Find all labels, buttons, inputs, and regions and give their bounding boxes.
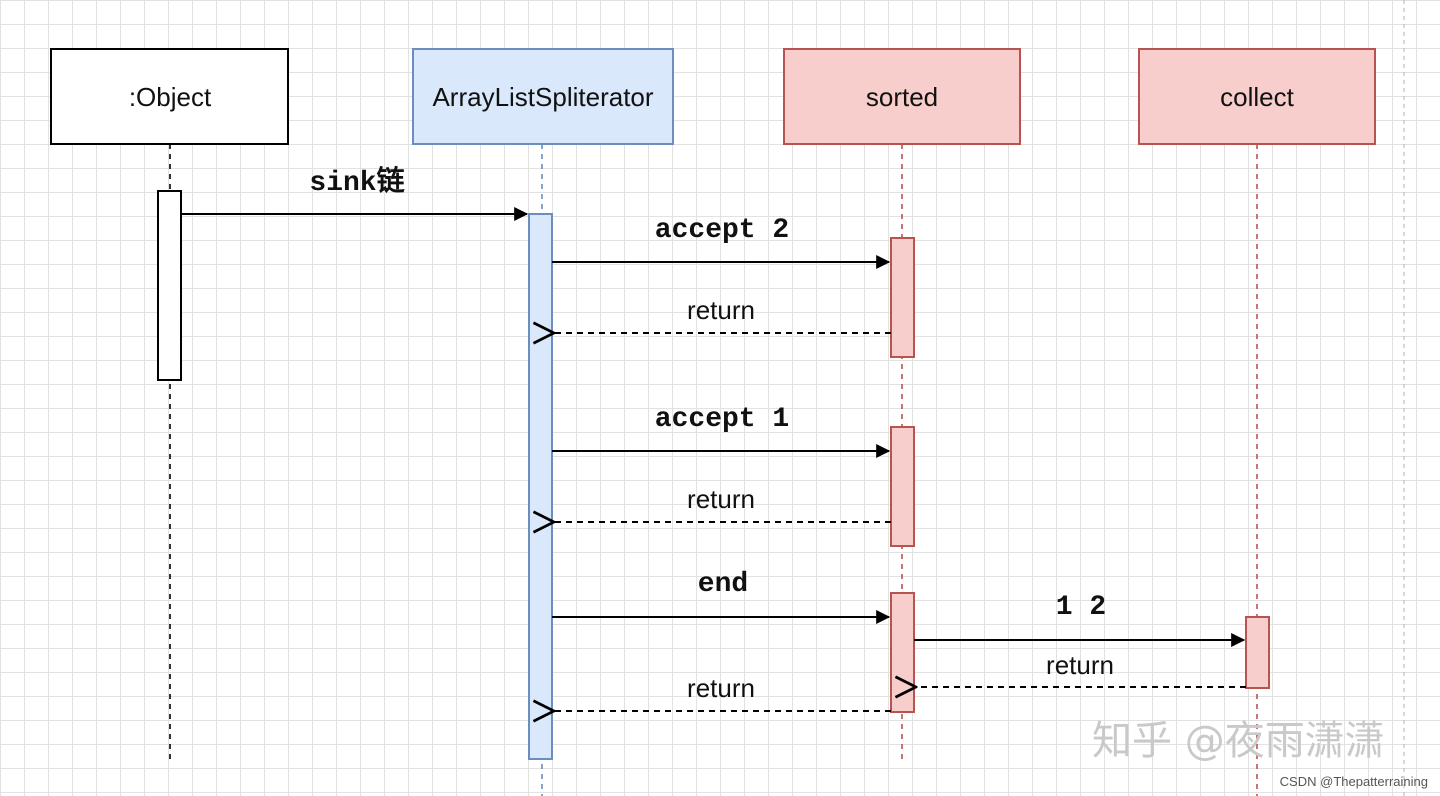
message-one-two: 1 2 bbox=[914, 592, 1246, 647]
activation-sorted-1 bbox=[890, 237, 915, 358]
participant-object-label: :Object bbox=[129, 82, 212, 112]
message-end-label: end bbox=[698, 569, 748, 600]
message-return2-label: return bbox=[687, 484, 755, 514]
message-return1-label: return bbox=[687, 295, 755, 325]
message-return4-label: return bbox=[687, 673, 755, 703]
activation-collect bbox=[1245, 616, 1270, 689]
message-one-two-label: 1 2 bbox=[1056, 592, 1106, 623]
credit-text: CSDN @Thepatterraining bbox=[1280, 774, 1428, 789]
message-sink: sink链 bbox=[181, 165, 529, 221]
message-return1: return bbox=[554, 295, 891, 333]
participant-spliterator[interactable]: ArrayListSpliterator bbox=[412, 48, 674, 145]
activation-sorted-2 bbox=[890, 426, 915, 547]
message-accept1: accept 1 bbox=[552, 404, 891, 458]
participant-sorted-label: sorted bbox=[866, 82, 938, 112]
participant-spliterator-label: ArrayListSpliterator bbox=[432, 82, 653, 112]
participant-sorted[interactable]: sorted bbox=[783, 48, 1021, 145]
message-end: end bbox=[552, 569, 891, 624]
message-return2: return bbox=[554, 484, 891, 522]
participant-collect-label: collect bbox=[1220, 82, 1294, 112]
activation-object bbox=[157, 190, 182, 381]
message-accept2-label: accept 2 bbox=[655, 215, 789, 246]
watermark-text: 知乎 @夜雨潇潇 bbox=[1092, 718, 1385, 764]
message-return3-label: return bbox=[1046, 650, 1114, 680]
message-return4: return bbox=[554, 673, 891, 711]
message-sink-label: sink链 bbox=[309, 165, 404, 199]
message-return3: return bbox=[916, 650, 1246, 687]
message-accept2: accept 2 bbox=[552, 215, 891, 269]
participant-object[interactable]: :Object bbox=[50, 48, 289, 145]
participant-collect[interactable]: collect bbox=[1138, 48, 1376, 145]
activation-spliterator bbox=[528, 213, 553, 760]
activation-sorted-3 bbox=[890, 592, 915, 713]
message-accept1-label: accept 1 bbox=[655, 404, 789, 435]
